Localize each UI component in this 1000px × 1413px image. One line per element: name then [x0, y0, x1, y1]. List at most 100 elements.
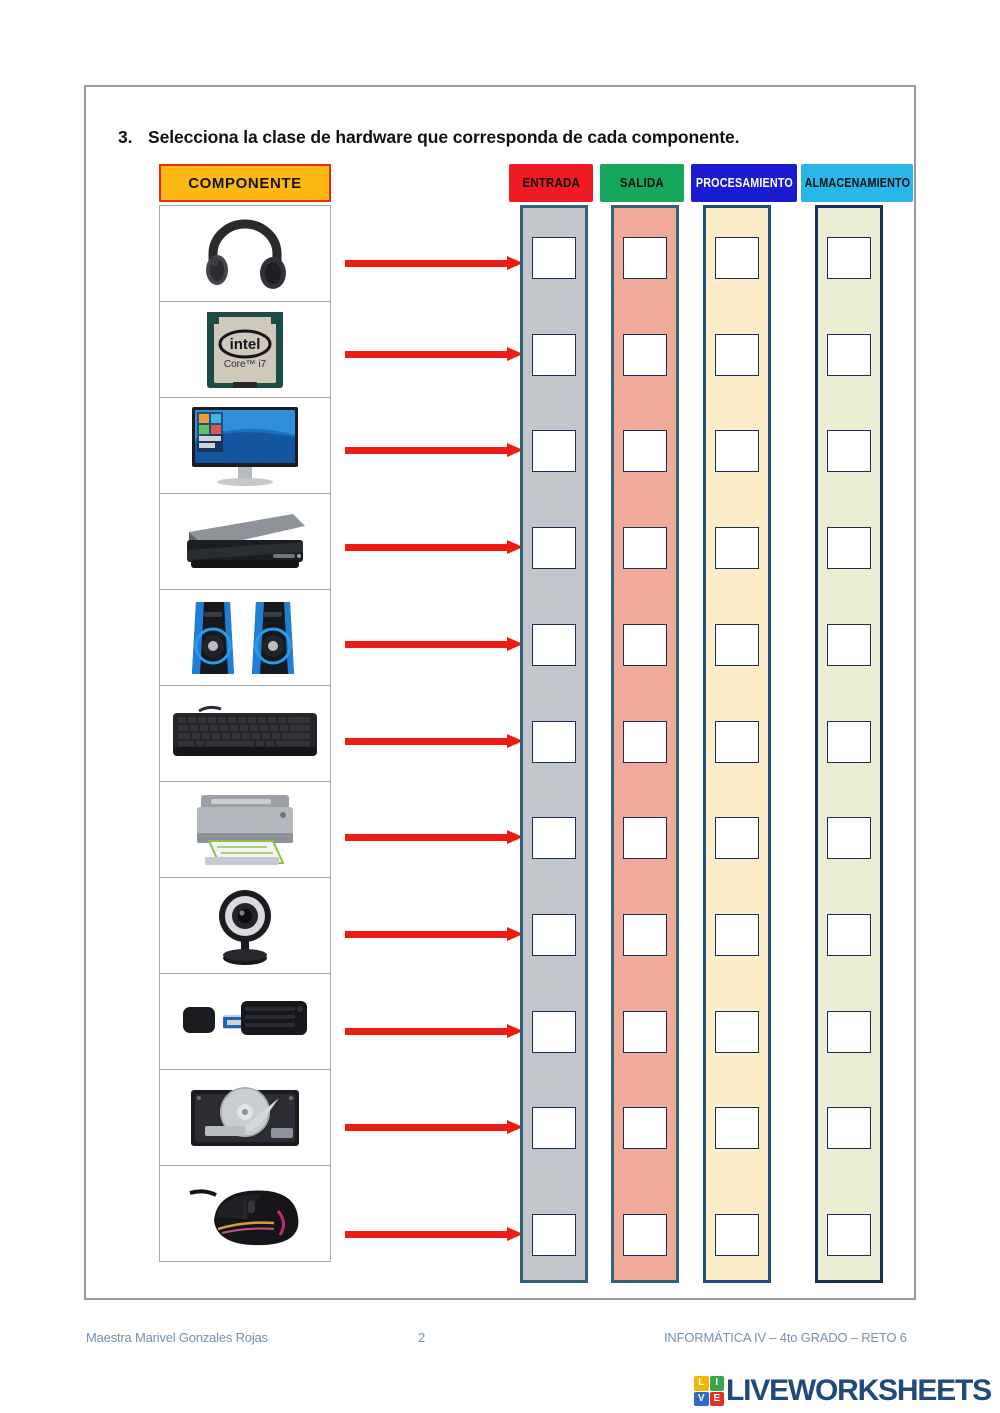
answer-box-almacenamiento-4[interactable]: [827, 527, 871, 569]
answer-box-entrada-6[interactable]: [532, 721, 576, 763]
component-cell-cpu: intel Core™ i7: [159, 301, 331, 398]
speakers-image: [186, 596, 304, 680]
arrow-shaft: [345, 447, 511, 454]
category-header-procesamiento-label: PROCESAMIENTO: [695, 176, 793, 190]
answer-box-salida-7[interactable]: [623, 817, 667, 859]
componente-header-label: COMPONENTE: [188, 174, 302, 192]
svg-text:Core™ i7: Core™ i7: [224, 359, 267, 370]
arrow-shaft: [345, 351, 511, 358]
answer-box-procesamiento-10[interactable]: [715, 1107, 759, 1149]
arrow-head-icon: [507, 927, 523, 941]
arrow-head-icon: [507, 540, 523, 554]
footer-author: Maestra Marivel Gonzales Rojas: [86, 1330, 268, 1345]
component-cell-keyboard: [159, 685, 331, 782]
arrow-row-10: [345, 1120, 525, 1134]
component-cell-scanner: [159, 493, 331, 590]
arrow-head-icon: [507, 347, 523, 361]
arrow-shaft: [345, 1231, 511, 1238]
answer-box-procesamiento-3[interactable]: [715, 430, 759, 472]
answer-column-almacenamiento: [815, 205, 883, 1283]
arrow-head-icon: [507, 734, 523, 748]
answer-box-salida-4[interactable]: [623, 527, 667, 569]
footer: Maestra Marivel Gonzales Rojas 2 INFORMÁ…: [84, 1330, 916, 1354]
answer-box-almacenamiento-6[interactable]: [827, 721, 871, 763]
component-cell-usb: [159, 973, 331, 1070]
answer-box-almacenamiento-3[interactable]: [827, 430, 871, 472]
arrow-row-9: [345, 1024, 525, 1038]
keyboard-image: [171, 703, 319, 765]
arrow-head-icon: [507, 256, 523, 270]
answer-box-salida-5[interactable]: [623, 624, 667, 666]
answer-box-procesamiento-7[interactable]: [715, 817, 759, 859]
monitor-image: [190, 405, 300, 487]
scanner-image: [181, 508, 309, 576]
category-header-entrada-label: ENTRADA: [522, 176, 580, 190]
page-title: 3.Selecciona la clase de hardware que co…: [118, 127, 740, 148]
arrow-row-4: [345, 540, 525, 554]
lws-letter-l: L: [694, 1376, 709, 1391]
arrow-row-6: [345, 734, 525, 748]
answer-box-procesamiento-4[interactable]: [715, 527, 759, 569]
answer-column-procesamiento: [703, 205, 771, 1283]
answer-box-almacenamiento-11[interactable]: [827, 1214, 871, 1256]
category-header-salida: SALIDA: [600, 164, 684, 202]
arrow-shaft: [345, 738, 511, 745]
answer-box-entrada-3[interactable]: [532, 430, 576, 472]
component-image-column: intel Core™ i7: [159, 205, 331, 1262]
answer-box-procesamiento-9[interactable]: [715, 1011, 759, 1053]
arrow-row-11: [345, 1227, 525, 1241]
lws-letter-e: E: [709, 1391, 724, 1406]
answer-box-salida-11[interactable]: [623, 1214, 667, 1256]
answer-box-entrada-10[interactable]: [532, 1107, 576, 1149]
answer-box-almacenamiento-1[interactable]: [827, 237, 871, 279]
answer-box-salida-8[interactable]: [623, 914, 667, 956]
answer-box-entrada-4[interactable]: [532, 527, 576, 569]
usb-flash-image: [179, 993, 311, 1051]
lws-letter-i: I: [709, 1376, 724, 1391]
answer-box-entrada-11[interactable]: [532, 1214, 576, 1256]
arrow-head-icon: [507, 637, 523, 651]
answer-box-salida-2[interactable]: [623, 334, 667, 376]
arrow-row-3: [345, 443, 525, 457]
arrow-shaft: [345, 1028, 511, 1035]
answer-box-procesamiento-6[interactable]: [715, 721, 759, 763]
category-header-almacenamiento-label: ALMACENAMIENTO: [804, 176, 910, 190]
answer-box-entrada-8[interactable]: [532, 914, 576, 956]
answer-box-almacenamiento-2[interactable]: [827, 334, 871, 376]
answer-box-procesamiento-5[interactable]: [715, 624, 759, 666]
arrow-shaft: [345, 931, 511, 938]
answer-box-almacenamiento-7[interactable]: [827, 817, 871, 859]
svg-text:intel: intel: [230, 336, 261, 353]
answer-box-entrada-1[interactable]: [532, 237, 576, 279]
component-cell-webcam: [159, 877, 331, 974]
answer-box-entrada-7[interactable]: [532, 817, 576, 859]
answer-box-entrada-9[interactable]: [532, 1011, 576, 1053]
answer-box-entrada-5[interactable]: [532, 624, 576, 666]
arrow-row-7: [345, 830, 525, 844]
category-header-salida-label: SALIDA: [620, 176, 664, 190]
answer-box-procesamiento-2[interactable]: [715, 334, 759, 376]
answer-box-procesamiento-8[interactable]: [715, 914, 759, 956]
answer-box-salida-6[interactable]: [623, 721, 667, 763]
answer-box-almacenamiento-5[interactable]: [827, 624, 871, 666]
arrow-shaft: [345, 1124, 511, 1131]
answer-box-salida-10[interactable]: [623, 1107, 667, 1149]
answer-box-salida-1[interactable]: [623, 237, 667, 279]
category-header-entrada: ENTRADA: [509, 164, 593, 202]
arrow-head-icon: [507, 830, 523, 844]
arrow-row-1: [345, 256, 525, 270]
answer-box-almacenamiento-9[interactable]: [827, 1011, 871, 1053]
arrow-shaft: [345, 834, 511, 841]
answer-box-salida-3[interactable]: [623, 430, 667, 472]
category-header-almacenamiento: ALMACENAMIENTO: [801, 164, 913, 202]
answer-box-procesamiento-11[interactable]: [715, 1214, 759, 1256]
webcam-image: [203, 884, 287, 968]
answer-box-entrada-2[interactable]: [532, 334, 576, 376]
arrow-shaft: [345, 544, 511, 551]
answer-box-almacenamiento-10[interactable]: [827, 1107, 871, 1149]
answer-box-procesamiento-1[interactable]: [715, 237, 759, 279]
arrow-row-5: [345, 637, 525, 651]
answer-box-almacenamiento-8[interactable]: [827, 914, 871, 956]
footer-page-number: 2: [418, 1330, 426, 1345]
answer-box-salida-9[interactable]: [623, 1011, 667, 1053]
